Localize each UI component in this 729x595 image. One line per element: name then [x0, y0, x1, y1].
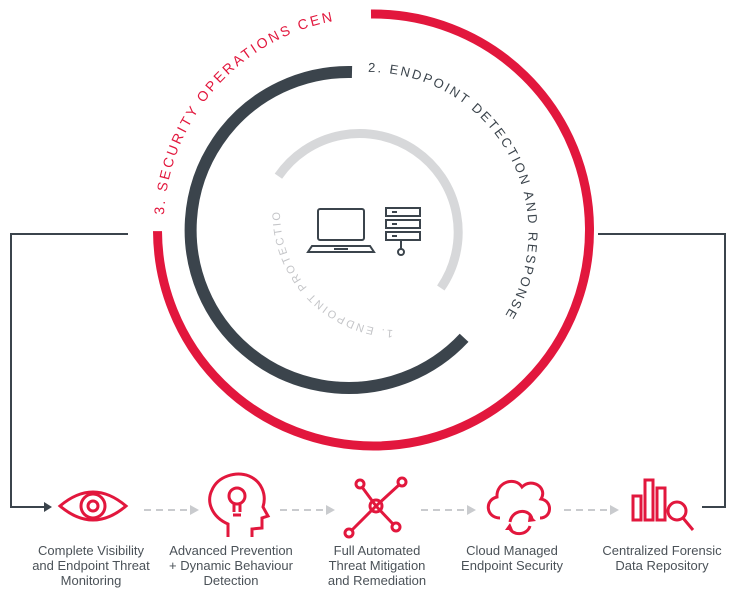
- feature-caption-mitigation: Full Automated Threat Mitigation and Rem…: [327, 543, 427, 588]
- ring-endpoint-protection: [274, 129, 463, 291]
- left-arrowhead: [44, 502, 52, 512]
- feature-caption-cloud: Cloud Managed Endpoint Security: [461, 543, 563, 573]
- head-lightbulb-icon: [208, 472, 271, 537]
- ring-label-security-operations-center: 3. SECURITY OPERATIONS CENTER: [0, 0, 336, 215]
- feature-caption-visibility: Complete Visibility and Endpoint Threat …: [32, 543, 150, 588]
- left-connector: [10, 233, 128, 508]
- flow-arrowhead: [467, 505, 476, 515]
- flow-arrowhead: [610, 505, 619, 515]
- ring-security-operations-center: [153, 9, 594, 451]
- laptop-icon: [306, 208, 376, 253]
- network-nodes-icon: [343, 476, 408, 539]
- flow-arrowhead: [326, 505, 335, 515]
- feature-caption-prevention: Advanced Prevention + Dynamic Behaviour …: [169, 543, 293, 588]
- bar-chart-search-icon: [631, 478, 695, 531]
- cloud-sync-icon: [486, 479, 551, 536]
- flow-arrowhead: [190, 505, 199, 515]
- ring-endpoint-detection-response: [184, 65, 469, 394]
- server-rack-icon: [385, 207, 421, 256]
- eye-icon: [57, 490, 129, 522]
- feature-caption-forensic: Centralized Forensic Data Repository: [602, 543, 722, 573]
- right-connector: [598, 233, 726, 508]
- connector-lines: [10, 233, 726, 508]
